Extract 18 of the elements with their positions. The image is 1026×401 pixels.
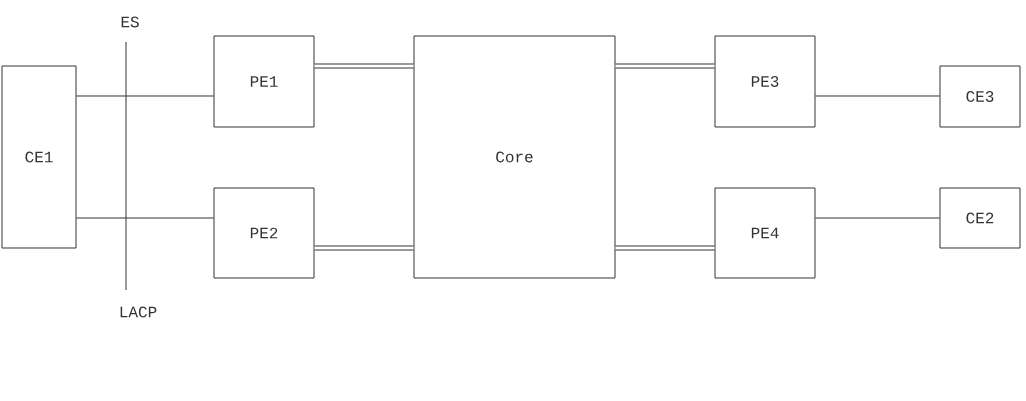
double-line	[314, 245, 414, 251]
connector-line	[76, 95, 214, 97]
node-box: CE1	[1, 65, 77, 249]
node-box: PE4	[714, 187, 816, 279]
double-line	[615, 63, 715, 69]
text-label: ES	[121, 16, 139, 28]
node-box: PE2	[213, 187, 315, 279]
connector-line	[76, 217, 214, 219]
node-box: PE1	[213, 35, 315, 128]
node-box: CE2	[939, 187, 1021, 249]
double-line	[615, 245, 715, 251]
node-box: Core	[413, 35, 616, 279]
node-box: CE3	[939, 65, 1021, 128]
connector-line	[815, 95, 940, 97]
node-box: PE3	[714, 35, 816, 128]
text-label: LACP	[120, 306, 157, 318]
double-line	[314, 63, 414, 69]
connector-line	[815, 217, 940, 219]
